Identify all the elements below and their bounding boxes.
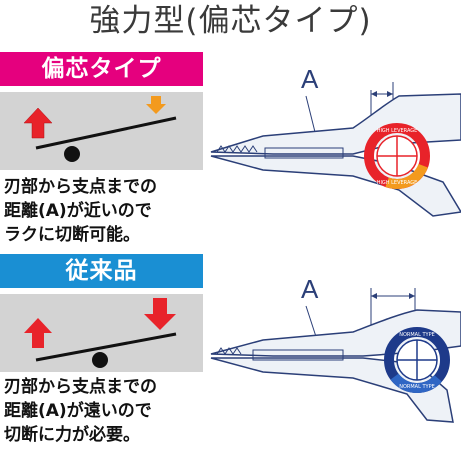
fulcrum-icon [64,146,80,162]
conventional-caption: 刃部から支点までの 距離(A)が遠いので 切断に力が必要。 [4,377,157,445]
conventional-pliers-diagram: A NORMAL TYPE NORMAL TYPE [203,262,461,442]
effort-arrow-up-icon [23,107,53,139]
high-leverage-badge-icon: HIGH LEVERAGE HIGH LEVERAGE [364,123,430,189]
svg-text:HIGH LEVERAGE: HIGH LEVERAGE [377,128,418,134]
load-arrow-down-icon [144,298,176,330]
offset-type-heading: 偏芯タイプ [0,52,203,86]
conventional-type-heading: 従来品 [0,254,203,288]
offset-caption: 刃部から支点までの 距離(A)が近いので ラクに切断可能。 [4,177,157,245]
svg-text:NORMAL TYPE: NORMAL TYPE [399,332,435,338]
conventional-dimension-label: A [301,274,319,304]
effort-arrow-up-icon [24,318,52,348]
offset-seesaw-panel [0,92,203,170]
svg-text:HIGH LEVERAGE: HIGH LEVERAGE [377,180,418,186]
conventional-seesaw-panel [0,294,203,372]
offset-dimension-label: A [301,64,319,94]
offset-pliers-diagram: A HIGH LEVERAGE HIGH LEVERAGE [203,52,461,232]
fulcrum-icon [92,352,108,368]
load-arrow-down-icon [146,96,166,114]
page-title: 強力型(偏芯タイプ) [89,3,372,39]
lever-bar [35,116,177,150]
svg-text:NORMAL TYPE: NORMAL TYPE [399,384,435,390]
lever-bar [35,332,177,362]
normal-type-badge-icon: NORMAL TYPE NORMAL TYPE [384,327,450,393]
